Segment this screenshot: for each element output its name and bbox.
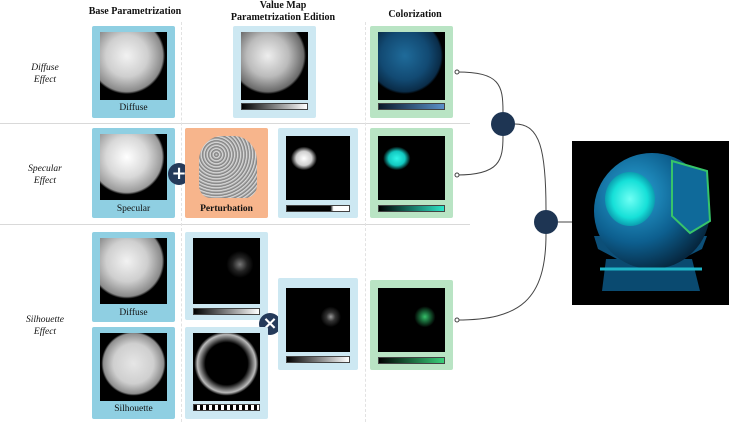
silhouette-diffuse-render-thumbnail — [100, 238, 167, 304]
silhouette-colorized-thumbnail — [378, 288, 445, 352]
silhouette-diffuse-valuemap-thumbnail — [193, 238, 260, 304]
specular-caption: Specular — [116, 204, 151, 214]
diffuse-edit-panel — [233, 26, 316, 118]
column-header-value-map: Value Map Parametrization Edition — [230, 0, 336, 23]
specular-render-thumbnail — [100, 134, 167, 200]
perturbation-caption: Perturbation — [200, 204, 253, 214]
specular-edit-panel — [278, 128, 358, 218]
row-label-diffuse: Diffuse Effect — [31, 63, 59, 85]
row-label-silhouette: Silhouette Effect — [26, 315, 64, 337]
row-separator-1 — [0, 123, 470, 124]
silhouette-valuemap-ramp — [193, 404, 260, 411]
column-guide-1 — [181, 22, 182, 422]
column-header-colorization: Colorization — [388, 9, 442, 20]
silhouette-diffuse-valuemap-ramp — [193, 308, 260, 315]
silhouette-diffuse-caption: Diffuse — [119, 308, 148, 318]
column-guide-2 — [365, 22, 366, 422]
specular-base-panel: Specular — [92, 128, 175, 218]
silhouette-color-panel — [370, 280, 453, 370]
diffuse-valuemap-ramp — [241, 103, 308, 110]
final-render-teapot — [594, 153, 712, 291]
silhouette-diffuse-base-panel: Diffuse — [92, 232, 175, 322]
plus-operator-icon: + — [168, 163, 190, 185]
diffuse-color-panel — [370, 26, 453, 118]
specular-valuemap-thumbnail — [286, 136, 350, 200]
silhouette-edit-panel — [185, 327, 268, 419]
row-separator-2 — [0, 224, 470, 225]
silhouette-product-ramp — [286, 356, 350, 363]
silhouette-color-ramp — [378, 357, 445, 364]
silhouette-render-thumbnail — [100, 333, 167, 401]
silhouette-diffuse-edit-panel — [185, 232, 268, 320]
perturbation-panel: Perturbation — [185, 128, 268, 218]
specular-color-ramp — [378, 205, 445, 212]
composite-node-2 — [534, 210, 558, 234]
row-label-specular: Specular Effect — [28, 164, 62, 186]
diffuse-valuemap-thumbnail — [241, 32, 308, 100]
composite-node-1 — [491, 112, 515, 136]
specular-color-panel — [370, 128, 453, 218]
diffuse-render-thumbnail — [100, 32, 167, 100]
final-render-image — [572, 141, 729, 305]
diffuse-colorized-thumbnail — [378, 32, 445, 100]
specular-colorized-thumbnail — [378, 136, 445, 200]
column-header-base: Base Parametrization — [88, 6, 182, 17]
perturbation-noise-thumbnail — [199, 136, 257, 198]
silhouette-product-panel — [278, 278, 358, 370]
diffuse-caption: Diffuse — [119, 103, 148, 113]
diffuse-base-panel: Diffuse — [92, 26, 175, 118]
diffuse-color-ramp — [378, 103, 445, 110]
silhouette-product-thumbnail — [286, 288, 350, 352]
specular-valuemap-ramp — [286, 205, 350, 212]
silhouette-valuemap-thumbnail — [193, 333, 260, 401]
silhouette-caption: Silhouette — [114, 404, 153, 414]
silhouette-base-panel: Silhouette — [92, 327, 175, 419]
